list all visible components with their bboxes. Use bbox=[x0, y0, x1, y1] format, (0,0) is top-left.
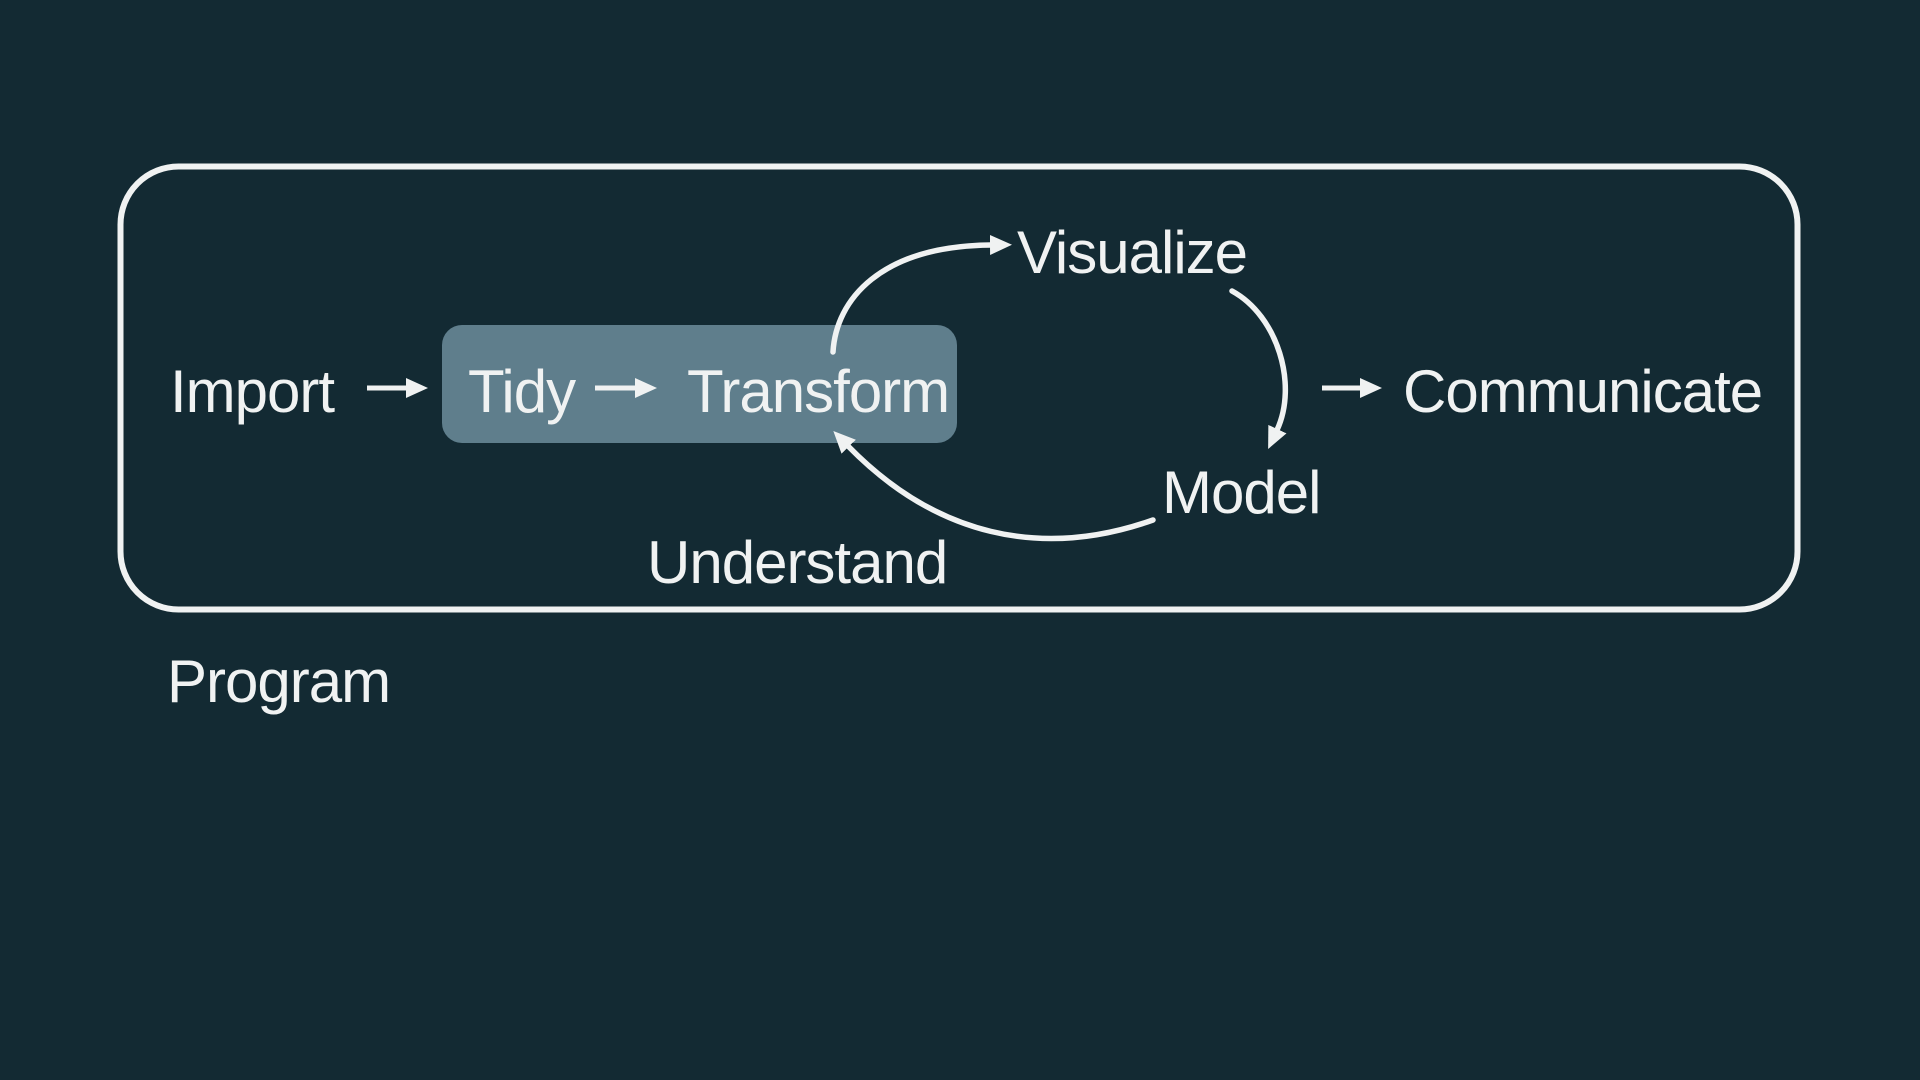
arrow-model-to-transform bbox=[833, 430, 1156, 542]
visualize-label: Visualize bbox=[1017, 219, 1247, 286]
arrow-transform-to-visualize bbox=[830, 235, 1012, 355]
program-label: Program bbox=[167, 648, 390, 715]
understand-label: Understand bbox=[647, 529, 947, 596]
model-label: Model bbox=[1162, 459, 1320, 526]
import-label: Import bbox=[170, 358, 335, 425]
arrow-visualize-to-model bbox=[1229, 288, 1289, 450]
communicate-label: Communicate bbox=[1403, 358, 1762, 425]
wrangle-highlight-box bbox=[442, 325, 957, 443]
transform-label: Transform bbox=[687, 358, 949, 425]
program-outline-box bbox=[117, 163, 1801, 613]
tidy-label: Tidy bbox=[468, 358, 576, 425]
